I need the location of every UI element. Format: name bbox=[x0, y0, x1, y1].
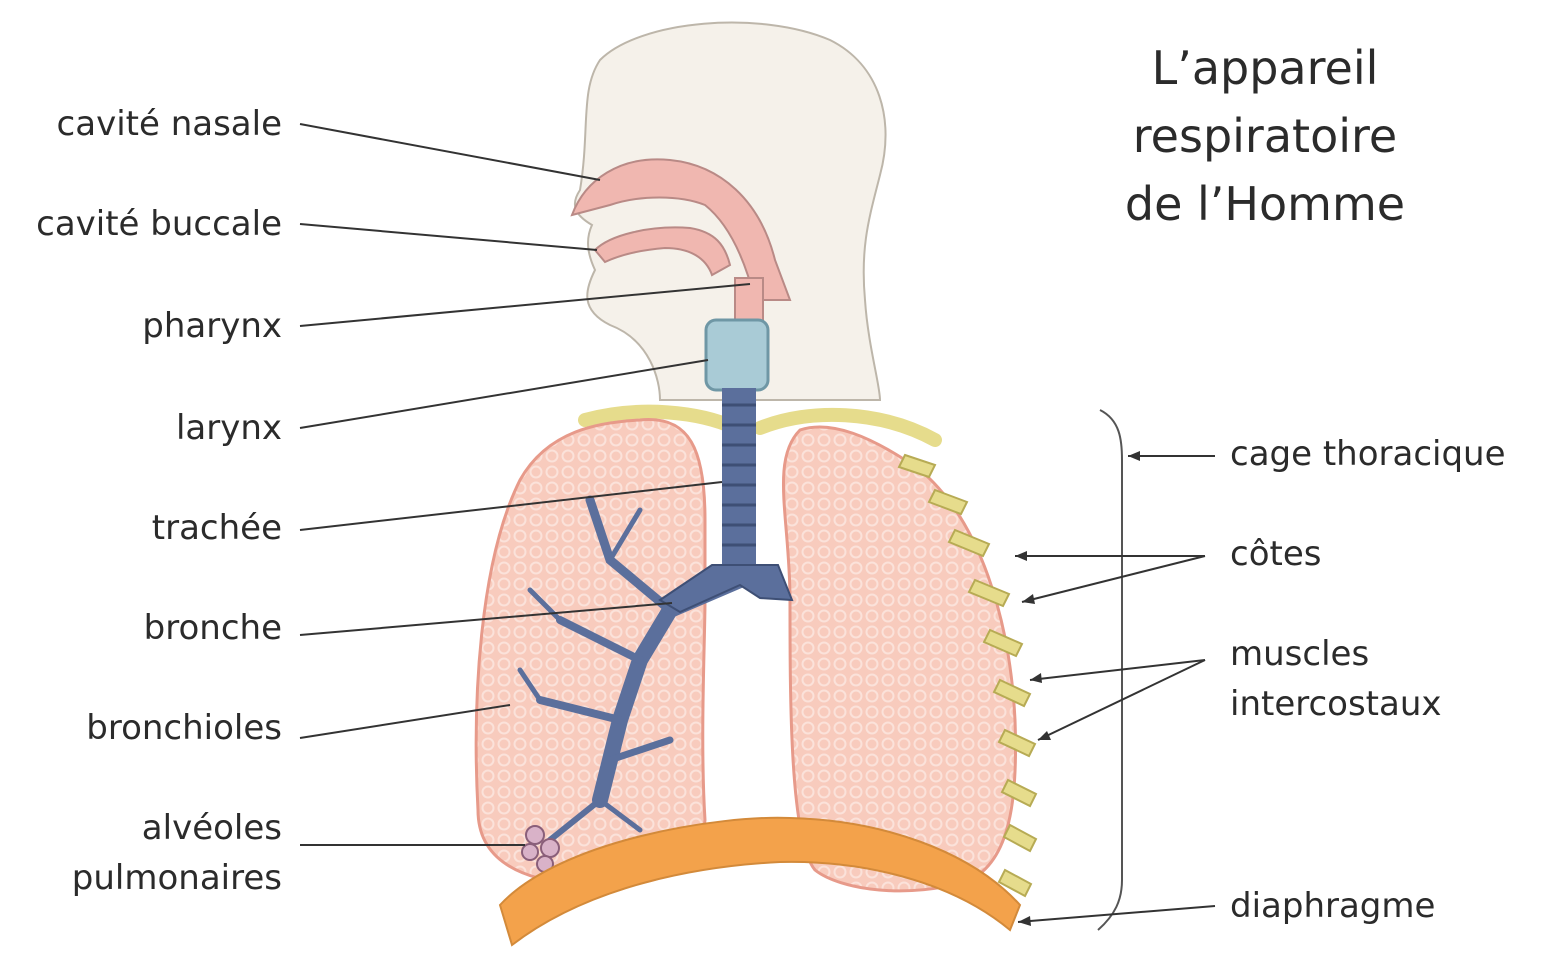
label-rib-cage: cage thoracique bbox=[1230, 434, 1506, 474]
label-larynx: larynx bbox=[0, 408, 282, 448]
label-ribs: côtes bbox=[1230, 534, 1321, 574]
title-line-3: de l’Homme bbox=[1060, 170, 1470, 238]
title-line-2: respiratoire bbox=[1060, 102, 1470, 170]
diagram-title: L’appareil respiratoire de l’Homme bbox=[1060, 34, 1470, 238]
label-diaphragm: diaphragme bbox=[1230, 886, 1435, 926]
label-alveoli-line-2: pulmonaires bbox=[0, 858, 282, 898]
trachea-shape bbox=[722, 388, 756, 573]
larynx-shape bbox=[706, 320, 768, 390]
title-line-1: L’appareil bbox=[1060, 34, 1470, 102]
label-alveoli-line-1: alvéoles bbox=[0, 808, 282, 848]
label-bronchioles: bronchioles bbox=[0, 708, 282, 748]
label-trachea: trachée bbox=[0, 508, 282, 548]
label-nasal-cavity: cavité nasale bbox=[0, 104, 282, 144]
label-oral-cavity: cavité buccale bbox=[0, 204, 282, 244]
label-bronchus: bronche bbox=[0, 608, 282, 648]
label-pharynx: pharynx bbox=[0, 306, 282, 346]
label-muscles-line-1: muscles bbox=[1230, 634, 1369, 674]
left-lung bbox=[476, 420, 705, 886]
label-muscles-line-2: intercostaux bbox=[1230, 684, 1442, 724]
